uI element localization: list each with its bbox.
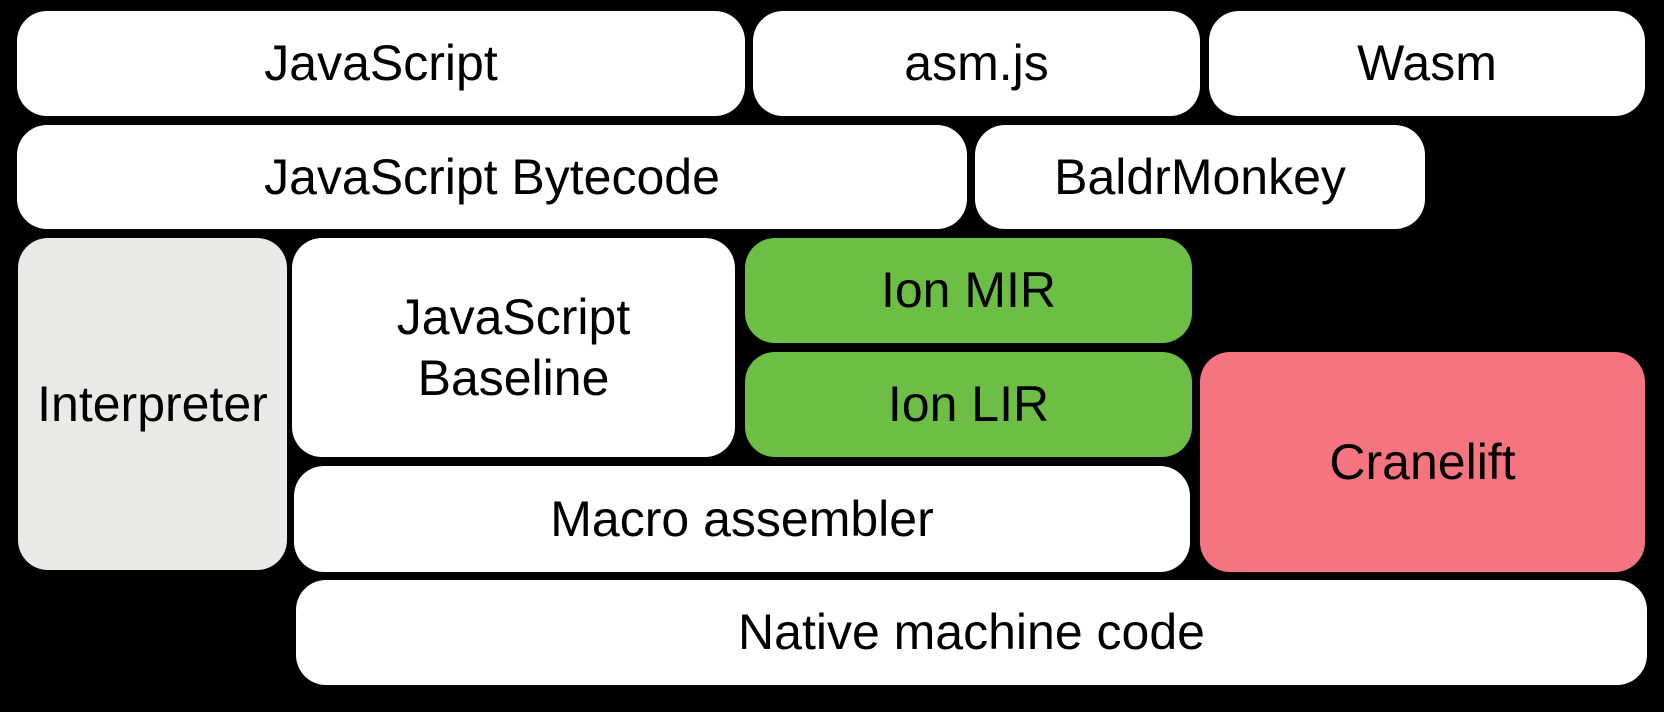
box-macro-assembler-label: Macro assembler xyxy=(550,490,934,547)
box-ion-lir: Ion LIR xyxy=(745,352,1192,457)
box-javascript-baseline: JavaScript Baseline xyxy=(292,238,735,457)
box-interpreter-label: Interpreter xyxy=(37,375,268,432)
box-ion-lir-label: Ion LIR xyxy=(887,376,1050,432)
box-baldrmonkey-label: BaldrMonkey xyxy=(1054,148,1346,205)
box-wasm: Wasm xyxy=(1209,11,1645,116)
box-wasm-label: Wasm xyxy=(1357,35,1497,91)
box-asmjs-label: asm.js xyxy=(904,35,1049,91)
box-javascript: JavaScript xyxy=(17,11,745,116)
box-cranelift: Cranelift xyxy=(1200,352,1645,572)
box-baldrmonkey: BaldrMonkey xyxy=(975,125,1425,229)
box-asmjs: asm.js xyxy=(753,11,1200,116)
box-javascript-bytecode-label: JavaScript Bytecode xyxy=(264,148,720,205)
box-ion-mir: Ion MIR xyxy=(745,238,1192,343)
box-javascript-baseline-label: JavaScript Baseline xyxy=(396,288,631,406)
box-javascript-bytecode: JavaScript Bytecode xyxy=(17,125,967,229)
box-javascript-label: JavaScript xyxy=(264,35,498,91)
box-interpreter: Interpreter xyxy=(18,238,287,570)
box-cranelift-label: Cranelift xyxy=(1329,433,1516,490)
box-macro-assembler: Macro assembler xyxy=(294,466,1190,572)
box-native-machine-code: Native machine code xyxy=(296,580,1647,685)
box-native-machine-code-label: Native machine code xyxy=(738,604,1205,660)
box-ion-mir-label: Ion MIR xyxy=(880,262,1057,318)
